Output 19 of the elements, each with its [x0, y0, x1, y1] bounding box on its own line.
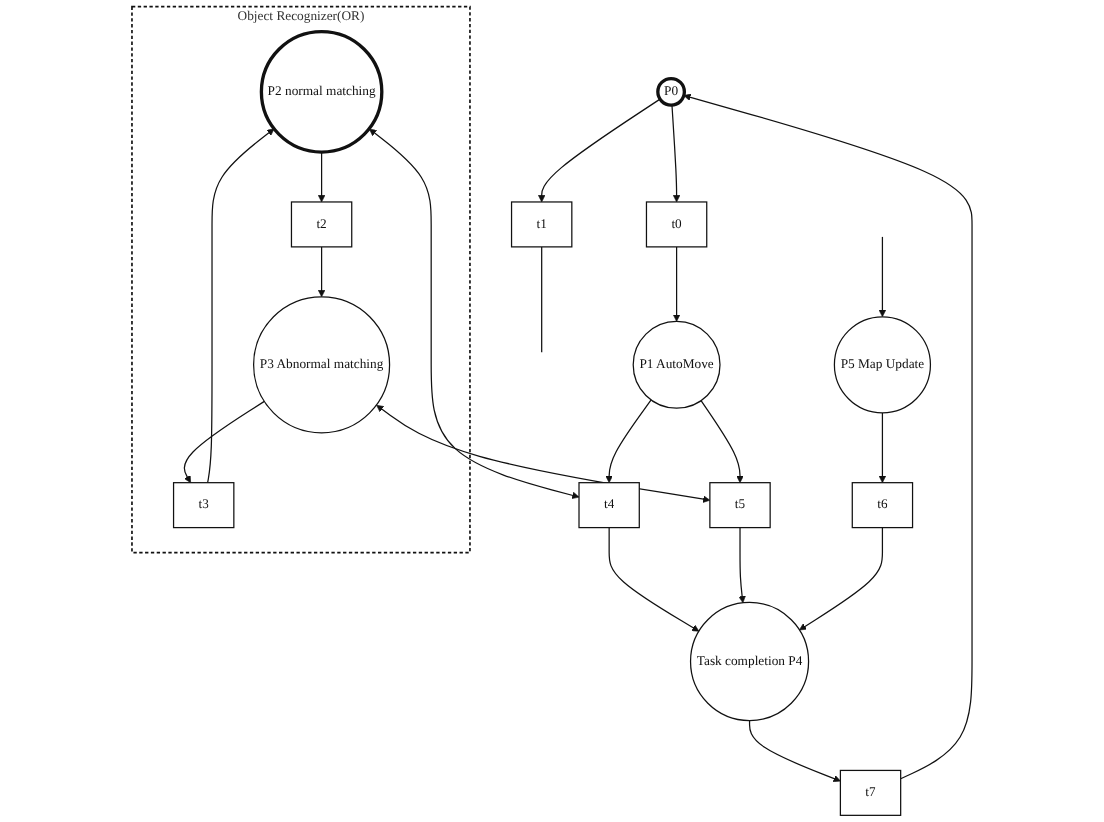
- arrow: [369, 128, 580, 499]
- arrow: [748, 719, 841, 783]
- arrow: [878, 236, 887, 318]
- arrow: [376, 404, 711, 503]
- arrow: [317, 246, 326, 298]
- arrow: [683, 93, 973, 780]
- arrow: [671, 104, 681, 203]
- arrow: [700, 400, 744, 483]
- arrow: [317, 151, 326, 203]
- arrow: [608, 526, 700, 632]
- arrow: [538, 98, 661, 203]
- arrow: [738, 526, 746, 604]
- arrow: [183, 400, 265, 483]
- arrow: [672, 246, 681, 322]
- arrow: [878, 412, 887, 483]
- arrow: [207, 128, 275, 484]
- arrow: [605, 399, 652, 483]
- connector: [541, 246, 543, 353]
- arrow: [799, 526, 884, 631]
